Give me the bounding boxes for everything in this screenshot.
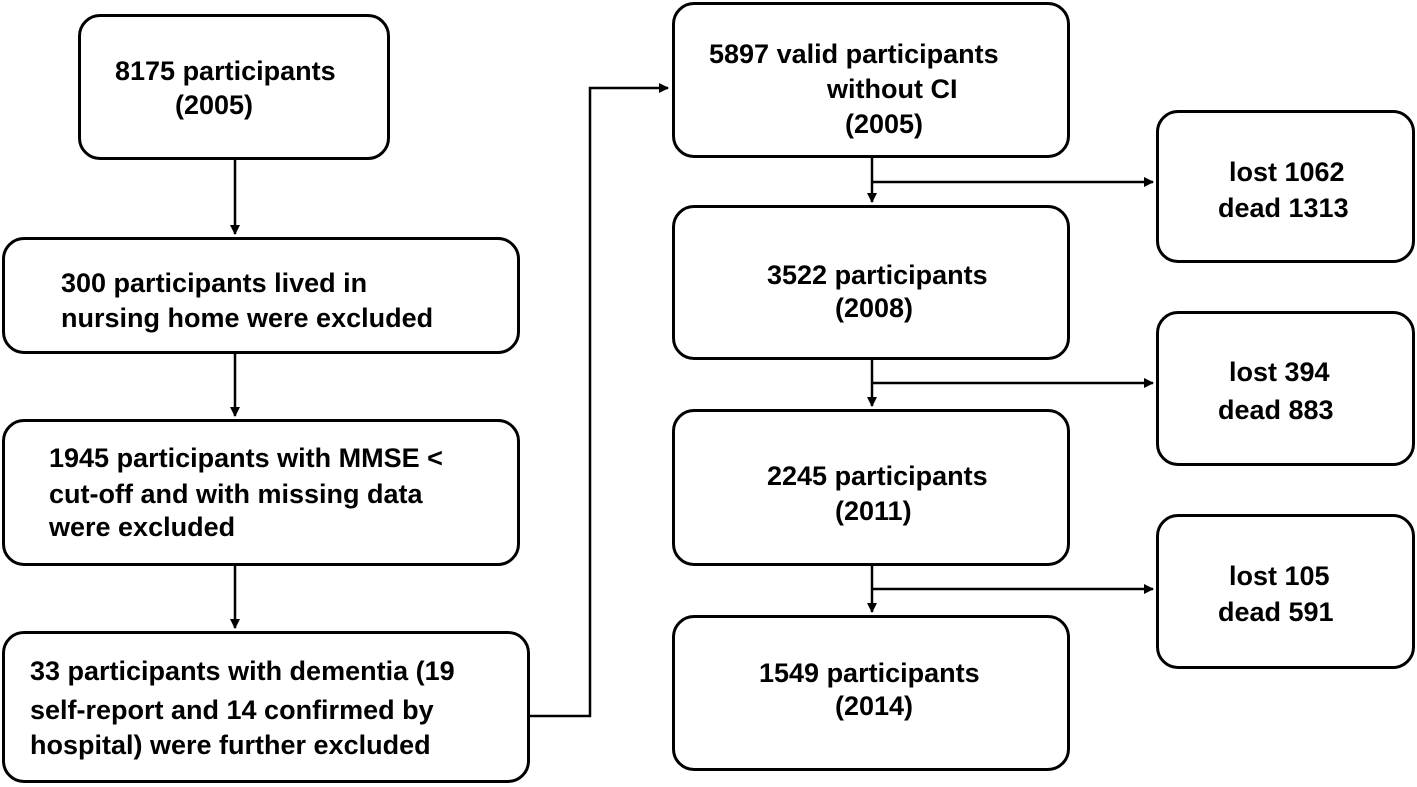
start-year-text: (2005)	[175, 90, 254, 120]
box-wave-2011: 2245 participants (2011)	[672, 409, 1070, 566]
exclusion-mmse-line3: were excluded	[49, 512, 236, 542]
wave-2008-year-text: (2008)	[835, 293, 914, 323]
exclusion-dementia-line1: 33 participants with dementia (19	[30, 656, 455, 686]
exclusion-dementia-line3: hospital) were further excluded	[30, 730, 431, 760]
arrow-dementia-to-valid	[530, 83, 669, 718]
wave-2011-year-text: (2011)	[835, 496, 912, 526]
exclusion-dementia-line2: self-report and 14 confirmed by	[30, 695, 434, 725]
attrition-2014-dead-text: dead 591	[1218, 597, 1334, 627]
box-valid-2005: 5897 valid participants without CI (2005…	[672, 2, 1070, 158]
box-wave-2014: 1549 participants (2014)	[672, 615, 1070, 771]
attrition-2008-lost-text: lost 1062	[1229, 157, 1345, 187]
box-attrition-2011: lost 394 dead 883	[1156, 311, 1415, 466]
wave-2011-count-text: 2245 participants	[767, 461, 988, 491]
box-exclusion-mmse: 1945 participants with MMSE < cut-off an…	[2, 419, 520, 566]
box-exclusion-nursing-home: 300 participants lived in nursing home w…	[2, 237, 520, 354]
attrition-2011-dead-text: dead 883	[1218, 395, 1334, 425]
valid-year-text: (2005)	[845, 109, 924, 139]
box-wave-2008: 3522 participants (2008)	[672, 205, 1070, 360]
box-attrition-2008: lost 1062 dead 1313	[1156, 110, 1415, 263]
valid-count-text: 5897 valid participants	[709, 39, 999, 69]
box-attrition-2014: lost 105 dead 591	[1156, 514, 1415, 669]
exclusion-nursing-line2: nursing home were excluded	[61, 303, 434, 333]
attrition-2008-dead-text: dead 1313	[1218, 193, 1349, 223]
wave-2014-year-text: (2014)	[835, 691, 914, 721]
exclusion-mmse-line2: cut-off and with missing data	[49, 479, 423, 509]
box-exclusion-dementia: 33 participants with dementia (19 self-r…	[2, 631, 530, 783]
wave-2008-count-text: 3522 participants	[767, 260, 988, 290]
attrition-2011-lost-text: lost 394	[1229, 357, 1330, 387]
exclusion-nursing-line1: 300 participants lived in	[61, 268, 368, 298]
box-start-2005: 8175 participants (2005)	[78, 14, 390, 160]
exclusion-mmse-line1: 1945 participants with MMSE <	[49, 443, 443, 473]
wave-2014-count-text: 1549 participants	[759, 658, 980, 688]
start-count-text: 8175 participants	[115, 56, 336, 86]
attrition-2014-lost-text: lost 105	[1229, 561, 1330, 591]
valid-criteria-text: without CI	[827, 74, 958, 104]
